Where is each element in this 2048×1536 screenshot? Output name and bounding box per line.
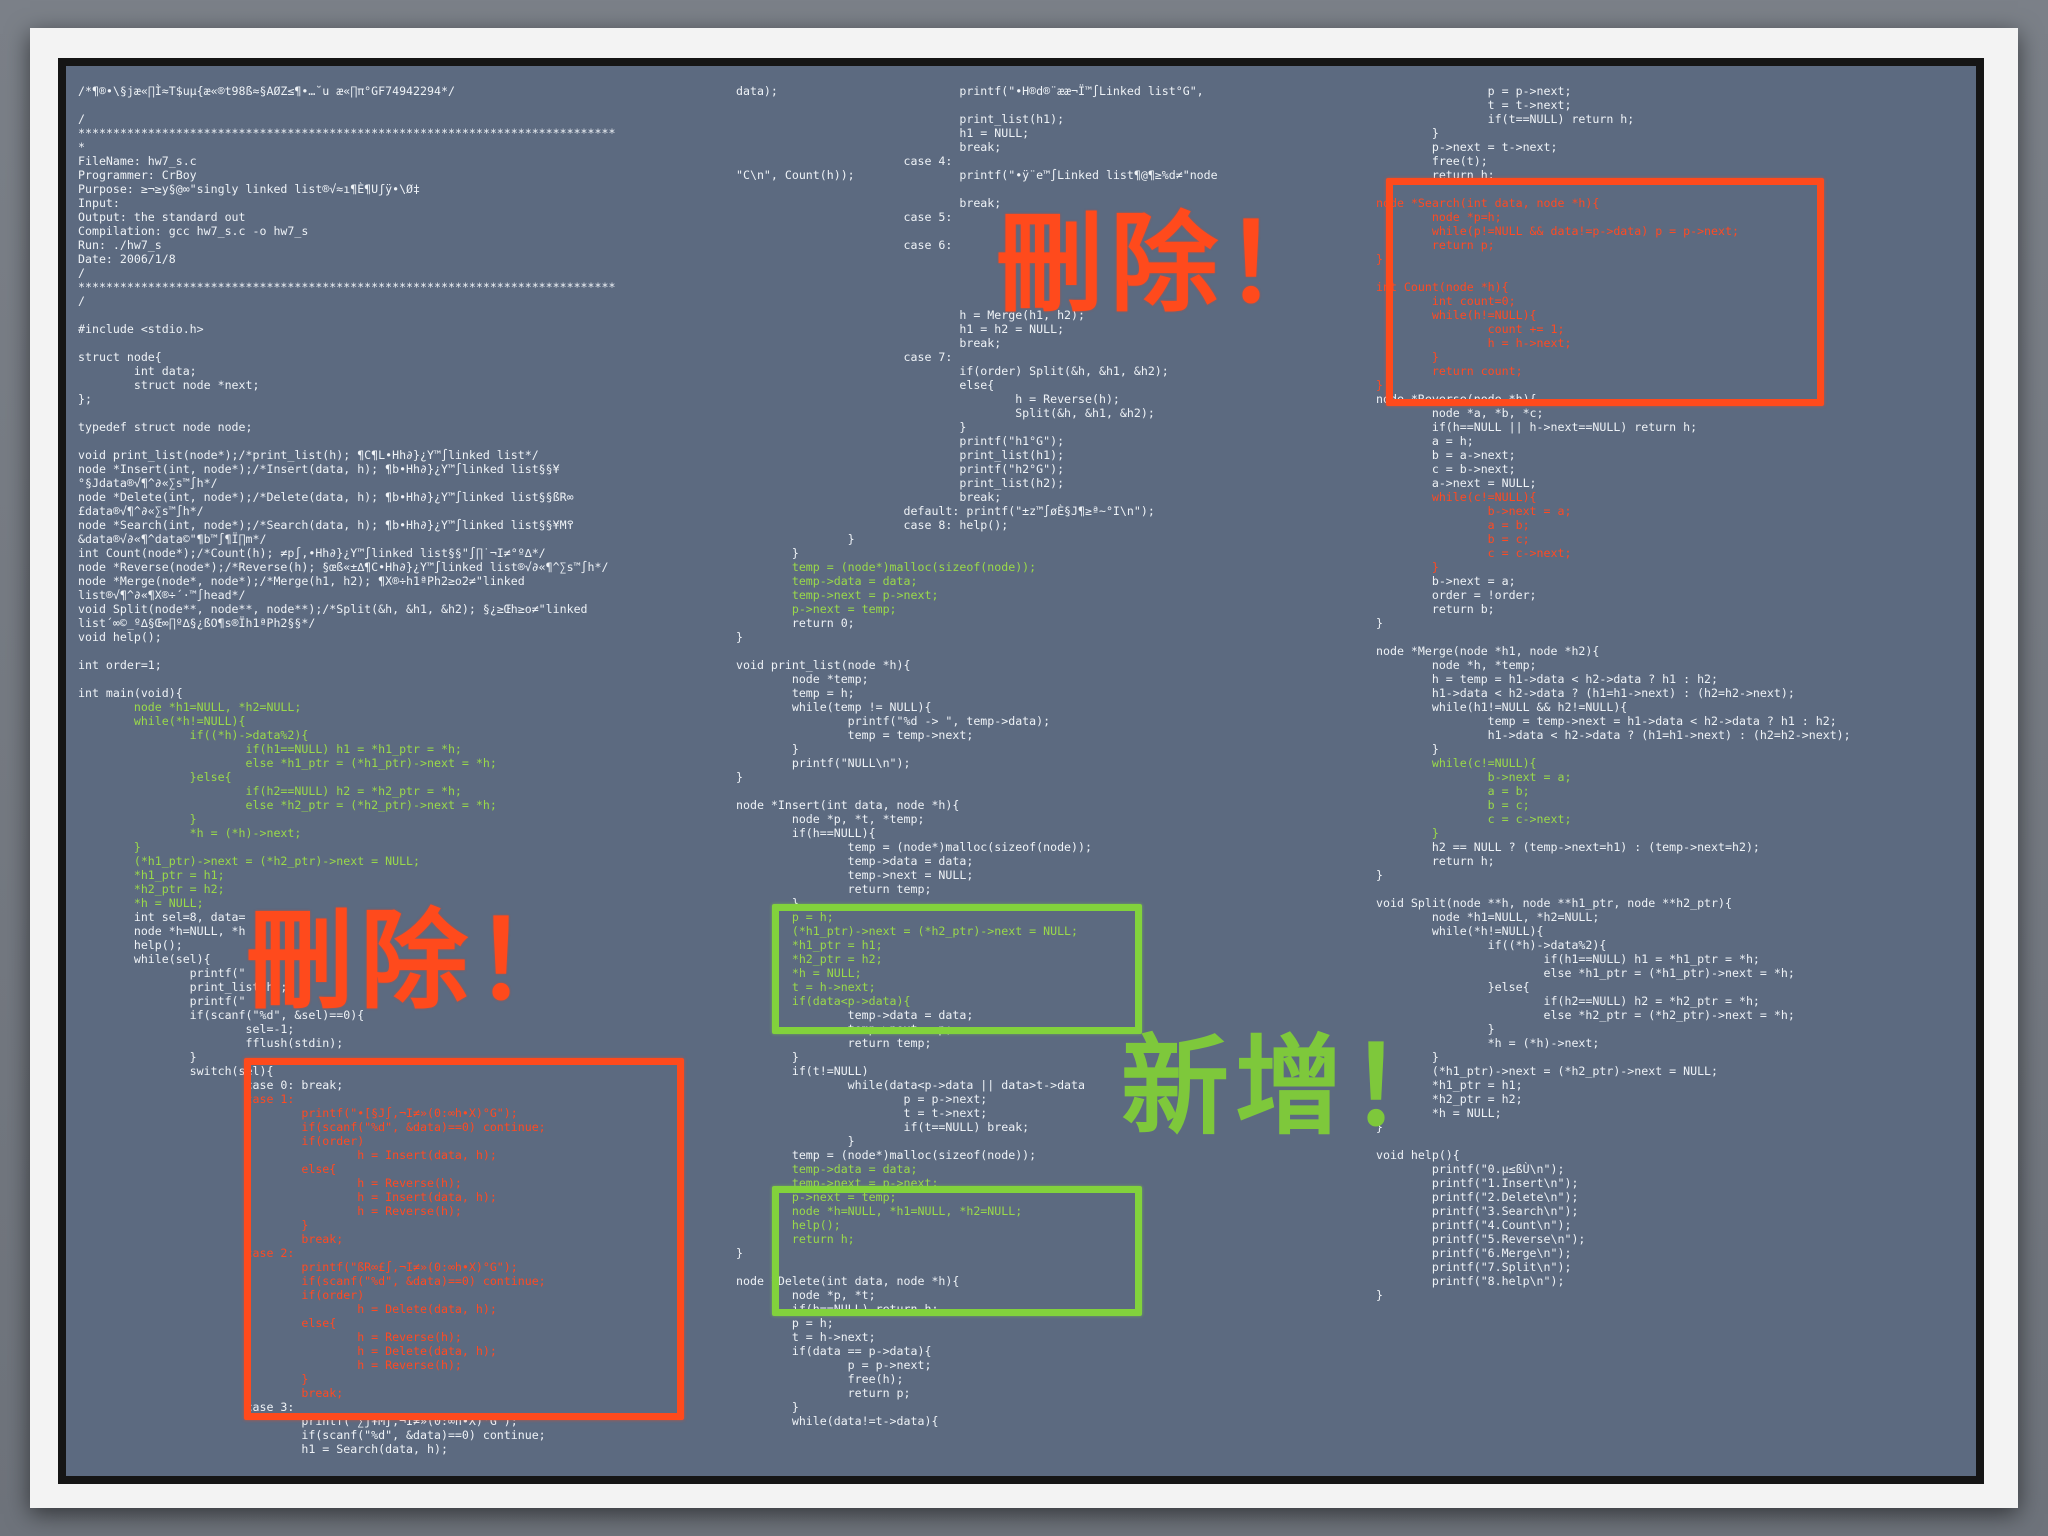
delete-box-search-count bbox=[1386, 178, 1824, 406]
code-block-reverse-loop-red: while(c!=NULL){ b->next = a; a = b; b = … bbox=[1431, 490, 1572, 574]
code-column-2-main: printf("•H®d®¨ææ¬Ï™∫Linked list°G", prin… bbox=[736, 84, 1218, 1428]
code-block-switch-cases: printf("•H®d®¨ææ¬Ï™∫Linked list°G", prin… bbox=[791, 84, 1218, 560]
delete-box-case-1-2 bbox=[244, 1058, 684, 1420]
delete-annotation-left: 刪除！ bbox=[246, 899, 589, 1024]
code-block-header-decls: /*¶®•\§jæ«∏Ì≈T$uµ{æ«®t98ß≈§AØZ≤¶•…˘u æ«∏… bbox=[78, 84, 616, 700]
add-annotation: 新增！ bbox=[1121, 1025, 1464, 1150]
added-box-insert-lines bbox=[772, 1186, 1142, 1316]
code-block-added-green-1: p = h; (*h1_ptr)->next = (*h2_ptr)->next… bbox=[791, 910, 1079, 1008]
code-block-reverse: node *Reverse(node *h){ node *a, *b, *c;… bbox=[1376, 392, 1698, 490]
code-block-merge: b->next = a; order = !order; return b; }… bbox=[1376, 574, 1851, 756]
code-block-split-help: h2 == NULL ? (temp->next=h1) : (temp->ne… bbox=[1376, 840, 1795, 1302]
code-column-3: p = p->next; t = t->next; if(t==NULL) re… bbox=[1376, 84, 1851, 1302]
code-block-print-insert: return 0; } void print_list(node *h){ no… bbox=[736, 616, 1092, 910]
code-block-delete: } node *Delete(int data, node *h){ node … bbox=[736, 1246, 960, 1428]
code-block-search-count-red: node *Search(int data, node *h){ node *p… bbox=[1376, 196, 1739, 392]
code-block-insert-green: temp = (node*)malloc(sizeof(node)); temp… bbox=[791, 560, 1037, 616]
delete-annotation-top: 刪除！ bbox=[996, 202, 1339, 327]
code-block-split-inline-green: node *h1=NULL, *h2=NULL; while(*h!=NULL)… bbox=[133, 700, 497, 910]
code-block-delete-tail: p = p->next; t = t->next; if(t==NULL) re… bbox=[1431, 84, 1635, 182]
code-block-wrapped-lines: data); "C\n", Count(h)); bbox=[736, 84, 855, 182]
code-block-insert-loop: temp->data = data; temp->next = p; retur… bbox=[791, 1008, 1086, 1162]
code-slide: /*¶®•\§jæ«∏Ì≈T$uµ{æ«®t98ß≈§AØZ≤¶•…˘u æ«∏… bbox=[58, 58, 1984, 1484]
code-block-merge-loop-green: while(c!=NULL){ b->next = a; a = b; b = … bbox=[1431, 756, 1572, 840]
code-block-added-green-2: temp->data = data; temp->next = p->next;… bbox=[791, 1162, 1023, 1246]
code-block-case-1-2-red: case 1: printf("•[§J∫‚¬I≠»(0:∞h•X)°G"); … bbox=[245, 1092, 546, 1400]
added-box-split-lines bbox=[772, 904, 1142, 1034]
code-column-1: /*¶®•\§jæ«∏Ì≈T$uµ{æ«®t98ß≈§AØZ≤¶•…˘u æ«∏… bbox=[78, 84, 615, 1456]
code-block-main-loop: int sel=8, data= node *h=NULL, *h help()… bbox=[133, 910, 365, 1092]
